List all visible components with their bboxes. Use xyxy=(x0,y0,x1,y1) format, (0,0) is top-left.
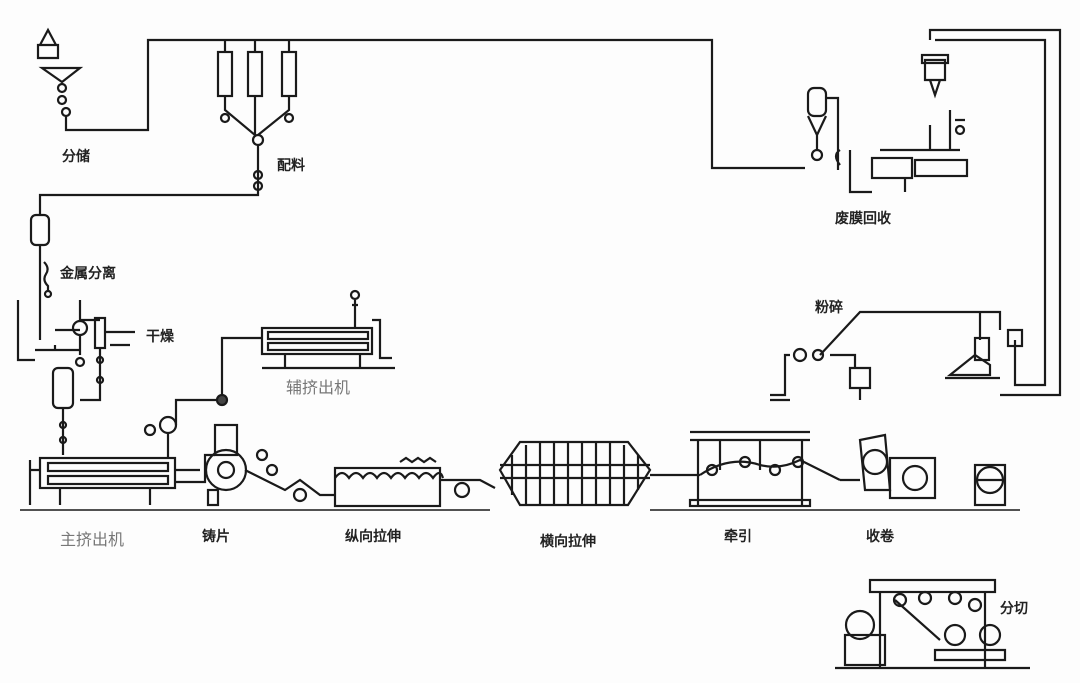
label-winding: 收卷 xyxy=(866,529,894,545)
label-drying: 干燥 xyxy=(146,329,174,345)
label-main-extruder: 主挤出机 xyxy=(60,530,125,549)
recycle-hopper xyxy=(806,86,872,194)
md-stretch-unit xyxy=(292,456,496,508)
label-batching: 配料 xyxy=(277,158,305,174)
label-aux-extruder: 辅挤出机 xyxy=(286,378,351,397)
label-md-stretch: 纵向拉伸 xyxy=(345,529,401,545)
casting-unit xyxy=(204,393,335,507)
slitter xyxy=(835,578,1030,670)
winder xyxy=(840,433,1007,507)
label-waste-recycling: 废膜回收 xyxy=(835,211,891,227)
label-casting: 铸片 xyxy=(202,529,230,545)
waste-recycling-equipment xyxy=(870,28,1062,397)
label-traction: 牵引 xyxy=(724,529,752,545)
label-td-stretch: 横向拉伸 xyxy=(540,534,596,550)
batching-silos xyxy=(38,38,300,215)
label-slitting: 分切 xyxy=(1000,601,1028,617)
metal-separation-drying xyxy=(16,213,135,455)
main-extruder xyxy=(28,398,220,505)
label-storage: 分储 xyxy=(62,149,90,165)
traction-unit xyxy=(650,430,841,508)
recycle-pipe xyxy=(300,38,805,170)
crusher xyxy=(770,310,1002,402)
td-stretch-oven xyxy=(498,440,652,507)
label-metal-separation: 金属分离 xyxy=(60,266,116,282)
storage-hopper xyxy=(36,27,222,132)
aux-extruder xyxy=(220,289,395,395)
label-crushing: 粉碎 xyxy=(815,300,843,316)
